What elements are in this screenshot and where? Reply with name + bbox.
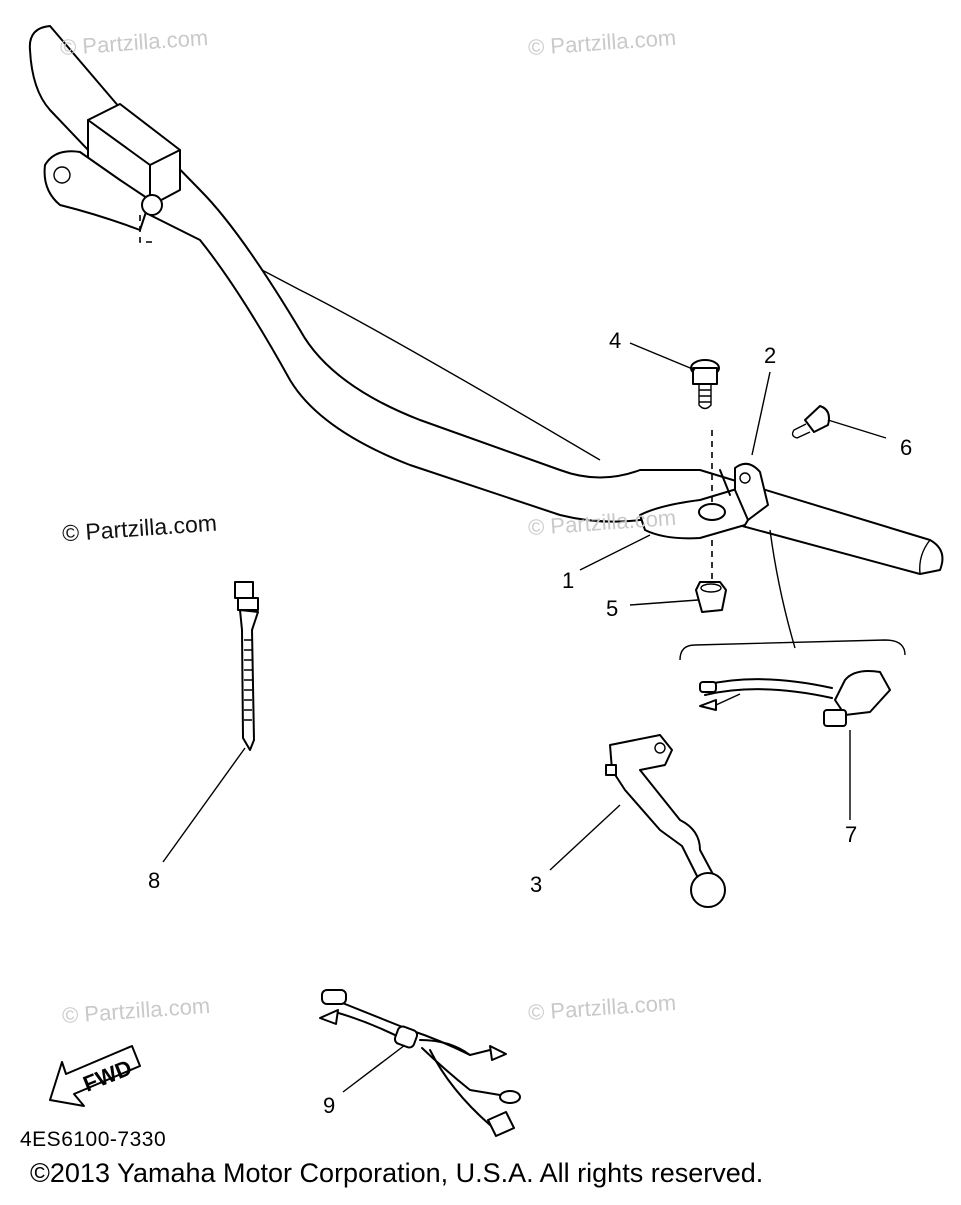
callout-3: 3 [530, 872, 543, 897]
callout-6: 6 [900, 435, 913, 460]
callout-1: 1 [562, 568, 575, 593]
callout-7: 7 [845, 822, 858, 847]
handlebar [28, 25, 944, 575]
fwd-arrow: FWD [49, 1045, 141, 1107]
screw-6 [791, 405, 830, 439]
lever-3 [605, 734, 726, 908]
bolt-4 [690, 359, 720, 502]
wire-harness-9 [319, 989, 521, 1137]
cable-tie-8 [234, 581, 259, 751]
copyright-notice: ©2013 Yamaha Motor Corporation, U.S.A. A… [30, 1158, 764, 1188]
switch-assembly [679, 639, 906, 727]
callout-4: 4 [609, 328, 622, 353]
callout-5: 5 [606, 596, 619, 621]
callout-8: 8 [148, 868, 161, 893]
diagram-code: 4ES6100-7330 [20, 1128, 167, 1151]
callout-2: 2 [764, 343, 777, 368]
nut-5 [695, 540, 727, 613]
lever-holder [639, 462, 769, 540]
callout-9: 9 [323, 1093, 336, 1118]
leader-lines [162, 342, 887, 1093]
left-clamp [43, 103, 181, 243]
